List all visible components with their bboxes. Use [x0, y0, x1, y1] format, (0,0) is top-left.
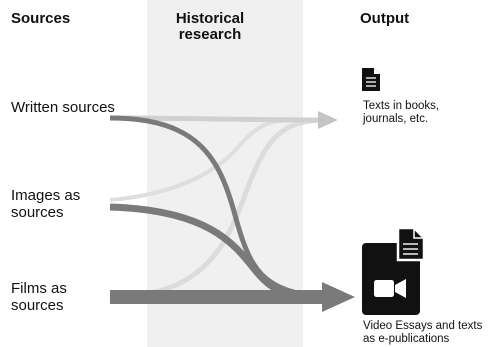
- document-icon: [362, 68, 380, 91]
- source-images: Images as sources: [11, 187, 81, 221]
- output-video-essays: Video Essays and texts as e-publications: [363, 320, 483, 345]
- source-written: Written sources: [11, 99, 115, 116]
- output-texts: Texts in books, journals, etc.: [363, 100, 440, 125]
- video-document-icon: [362, 226, 426, 315]
- source-films: Films as sources: [11, 280, 67, 314]
- sources-header: Sources: [11, 10, 71, 27]
- historical-research-header: Historical research: [175, 10, 245, 43]
- output-header: Output: [360, 10, 410, 27]
- flow-films-to-texts: [109, 117, 321, 300]
- texts-arrowhead: [318, 111, 338, 129]
- video-arrowhead: [322, 282, 355, 312]
